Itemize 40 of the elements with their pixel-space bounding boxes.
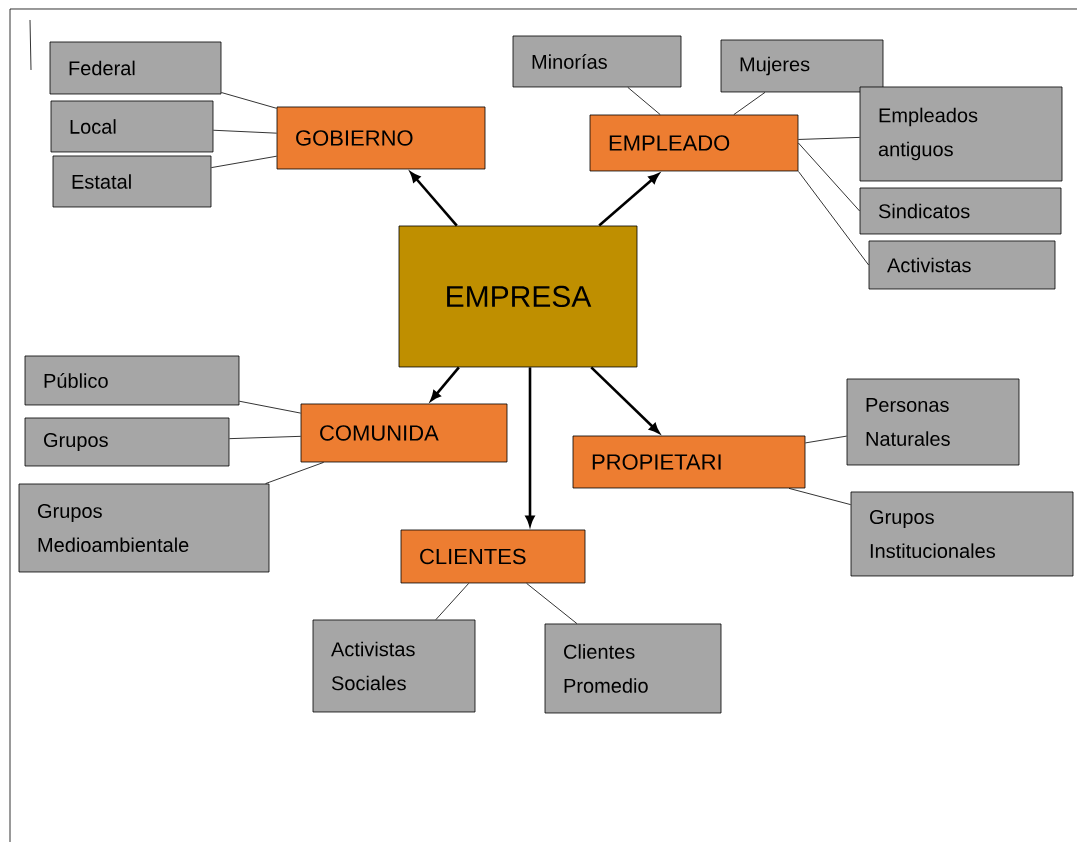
member-box: Grupos Institucionales xyxy=(850,491,1074,577)
member-box: Personas Naturales xyxy=(846,378,1020,466)
connector-line xyxy=(213,129,277,134)
member-box: Activistas xyxy=(868,240,1056,290)
arrow xyxy=(410,171,458,227)
connector-line xyxy=(805,435,847,444)
member-box: Federal xyxy=(49,41,222,95)
connector-line xyxy=(265,462,325,484)
connector-line xyxy=(239,400,301,414)
connector-line xyxy=(229,435,301,440)
member-box: Público xyxy=(24,355,240,406)
member-box: Estatal xyxy=(52,155,212,208)
stakeholder-box: PROPIETARI xyxy=(572,435,806,489)
connector-line xyxy=(211,155,277,168)
member-box: Clientes Promedio xyxy=(544,623,722,714)
stakeholder-box: CLIENTES xyxy=(400,529,586,584)
arrow xyxy=(430,366,460,401)
connector-line xyxy=(798,171,869,266)
main-box: EMPRESA xyxy=(398,225,638,368)
stakeholder-box: COMUNIDA xyxy=(300,403,508,463)
member-box: Empleados antiguos xyxy=(859,86,1063,182)
member-box: Grupos xyxy=(24,417,230,467)
stakeholder-box: EMPLEADO xyxy=(589,114,799,172)
arrow xyxy=(590,366,660,434)
member-box: Local xyxy=(50,100,214,153)
member-box: Grupos Medioambientale xyxy=(18,483,270,573)
connector-line xyxy=(798,137,860,140)
arrow xyxy=(598,173,659,227)
connector-line xyxy=(733,91,766,115)
connector-line xyxy=(435,583,470,620)
member-box: Sindicatos xyxy=(859,187,1062,235)
member-box: Mujeres xyxy=(720,39,884,93)
member-box: Activistas Sociales xyxy=(312,619,476,713)
member-box: Minorías xyxy=(512,35,682,88)
connector-line xyxy=(221,92,277,109)
connector-line xyxy=(788,488,851,505)
connector-line xyxy=(627,86,661,115)
connector-line xyxy=(526,583,578,624)
stakeholder-box: GOBIERNO xyxy=(276,106,486,170)
connector-line xyxy=(798,142,860,212)
